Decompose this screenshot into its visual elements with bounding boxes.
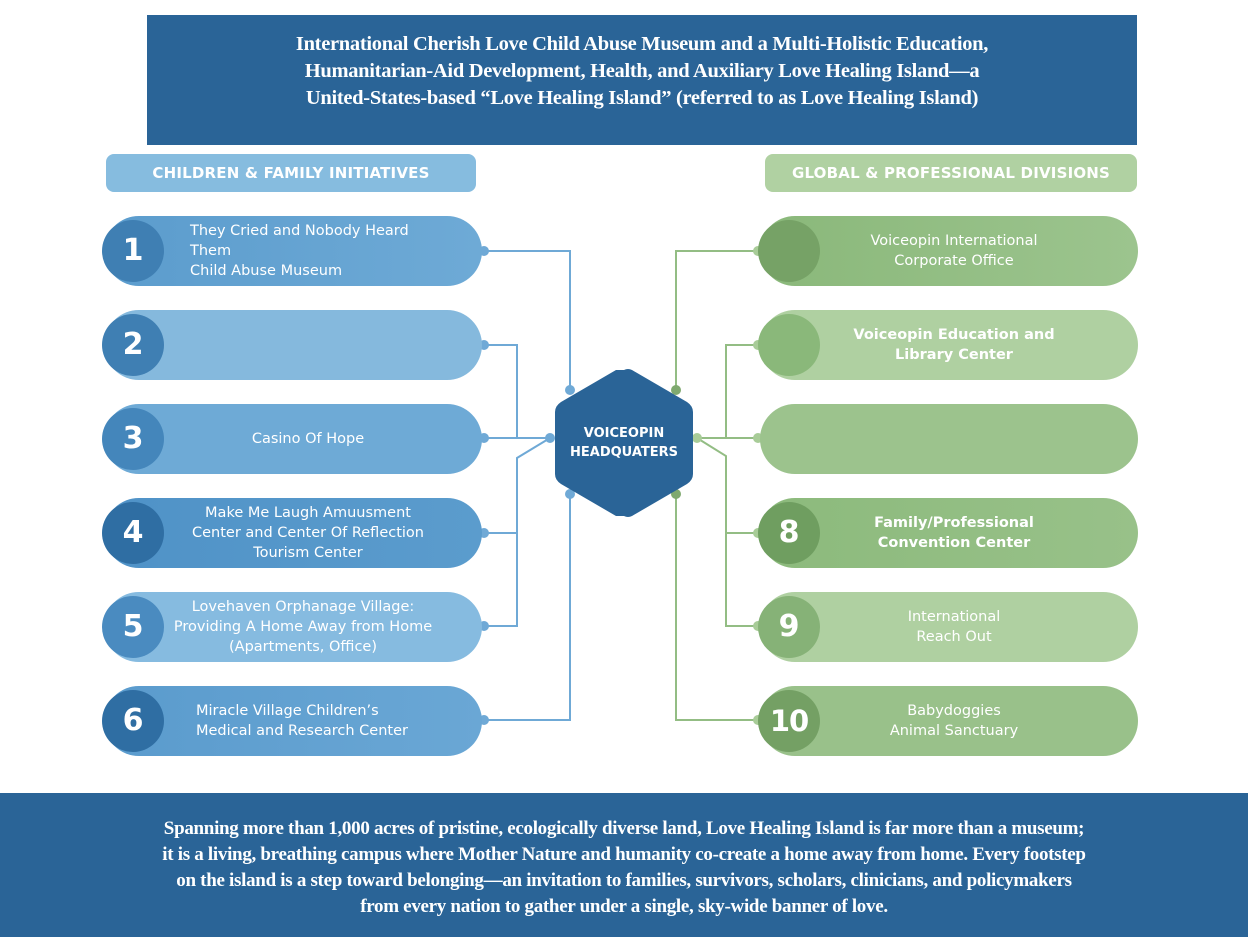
label-line: Providing A Home Away from Home xyxy=(173,619,433,635)
division-10[interactable]: 10 Babydoggies Animal Sanctuary xyxy=(758,686,1138,756)
item-label: Babydoggies Animal Sanctuary xyxy=(760,701,1138,741)
hub-label: VOICEOPIN HEADQUATERS xyxy=(553,366,695,520)
label-line: Voiceopin Education and xyxy=(853,327,1055,343)
initiative-5[interactable]: 5 Lovehaven Orphanage Village: Providing… xyxy=(102,592,482,662)
children-family-header: CHILDREN & FAMILY INITIATIVES xyxy=(106,154,476,192)
number-badge: 4 xyxy=(102,502,164,564)
number-badge: 1 xyxy=(102,220,164,282)
number-badge xyxy=(758,220,820,282)
voiceopin-headquarters-hub[interactable]: VOICEOPIN HEADQUATERS xyxy=(553,366,695,520)
number-badge xyxy=(758,314,820,376)
footer-line: on the island is a step toward belonging… xyxy=(176,870,1072,891)
footer-line: it is a living, breathing campus where M… xyxy=(162,844,1086,865)
label-line: Family/Professional xyxy=(874,515,1034,531)
hub-line: VOICEOPIN xyxy=(583,426,665,441)
label-line: Casino Of Hope xyxy=(251,431,365,447)
connector-1 xyxy=(484,250,571,390)
division-9[interactable]: 9 International Reach Out xyxy=(758,592,1138,662)
initiative-6[interactable]: 6 Miracle Village Children’s Medical and… xyxy=(102,686,482,756)
label-line: They Cried and Nobody Heard Them xyxy=(190,223,409,259)
connector-r1 xyxy=(675,250,758,390)
number-badge: 6 xyxy=(102,690,164,752)
label-line: Lovehaven Orphanage Village: xyxy=(191,599,415,615)
label-line: Make Me Laugh Amuusment xyxy=(205,505,411,521)
division-8[interactable]: 8 Family/Professional Convention Center xyxy=(758,498,1138,568)
item-label: Family/Professional Convention Center xyxy=(760,513,1138,553)
connector-r4 xyxy=(696,437,758,534)
label-line: Corporate Office xyxy=(894,253,1014,269)
label-line: International xyxy=(907,609,1001,625)
title-line: International Cherish Love Child Abuse M… xyxy=(295,33,989,55)
label-line: Animal Sanctuary xyxy=(889,723,1019,739)
label-line: Reach Out xyxy=(916,629,992,645)
initiative-2[interactable]: 2 xyxy=(102,310,482,380)
connector-5 xyxy=(484,533,518,627)
label-line: Tourism Center xyxy=(253,545,363,561)
connector-2 xyxy=(484,344,518,438)
label-line: Voiceopin International xyxy=(870,233,1038,249)
initiative-4[interactable]: 4 Make Me Laugh Amuusment Center and Cen… xyxy=(102,498,482,568)
connector-r5 xyxy=(725,533,758,627)
initiative-1[interactable]: 1 They Cried and Nobody Heard Them Child… xyxy=(102,216,482,286)
label-line: Babydoggies xyxy=(907,703,1001,719)
number-badge: 9 xyxy=(758,596,820,658)
title-banner: International Cherish Love Child Abuse M… xyxy=(147,15,1137,145)
item-label: Voiceopin International Corporate Office xyxy=(760,231,1138,271)
label-line: Child Abuse Museum xyxy=(190,263,343,279)
footer-description: Spanning more than 1,000 acres of pristi… xyxy=(0,793,1248,937)
label-line: Center and Center Of Reflection xyxy=(192,525,424,541)
title-line: Humanitarian-Aid Development, Health, an… xyxy=(304,60,980,82)
footer-line: Spanning more than 1,000 acres of pristi… xyxy=(163,818,1085,839)
item-label: Make Me Laugh Amuusment Center and Cente… xyxy=(104,503,482,563)
number-badge: 3 xyxy=(102,408,164,470)
hexagon-shape xyxy=(555,369,693,517)
label-line: Miracle Village Children’s xyxy=(196,703,379,719)
item-label: International Reach Out xyxy=(760,607,1138,647)
division-3[interactable] xyxy=(760,404,1138,474)
number-badge: 5 xyxy=(102,596,164,658)
item-label: Casino Of Hope xyxy=(104,429,482,449)
label-line: Convention Center xyxy=(877,535,1031,551)
label-line: Medical and Research Center xyxy=(196,723,408,739)
number-badge: 8 xyxy=(758,502,820,564)
label-line: (Apartments, Office) xyxy=(229,639,377,655)
label-line: Library Center xyxy=(895,347,1013,363)
connector-6 xyxy=(484,494,571,721)
right-connectors xyxy=(675,250,758,721)
division-2[interactable]: Voiceopin Education and Library Center xyxy=(758,310,1138,380)
item-label: They Cried and Nobody Heard Them Child A… xyxy=(104,221,482,281)
title-line: United-States-based “Love Healing Island… xyxy=(305,87,979,109)
footer-line: from every nation to gather under a sing… xyxy=(360,896,888,917)
initiative-3[interactable]: 3 Casino Of Hope xyxy=(102,404,482,474)
hub-line: HEADQUATERS xyxy=(570,445,678,460)
connector-r2 xyxy=(697,344,758,439)
item-label: Miracle Village Children’s Medical and R… xyxy=(104,701,482,741)
number-badge: 10 xyxy=(758,690,820,752)
global-professional-header: GLOBAL & PROFESSIONAL DIVISIONS xyxy=(765,154,1137,192)
connector-r6 xyxy=(675,494,758,721)
item-label: Voiceopin Education and Library Center xyxy=(760,325,1138,365)
left-connectors xyxy=(484,250,571,721)
division-1[interactable]: Voiceopin International Corporate Office xyxy=(758,216,1138,286)
number-badge: 2 xyxy=(102,314,164,376)
item-label: Lovehaven Orphanage Village: Providing A… xyxy=(104,597,482,657)
connector-4 xyxy=(484,437,551,534)
